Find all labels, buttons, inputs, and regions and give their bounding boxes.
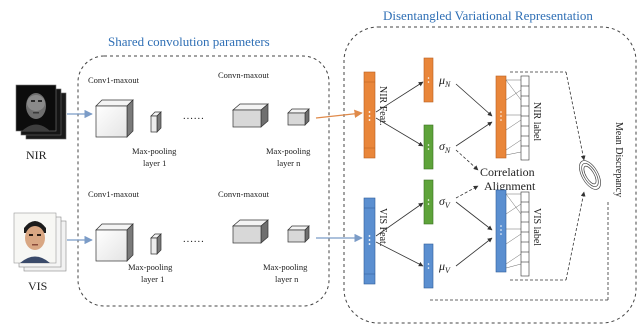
top-pooln-label-2: layer n bbox=[277, 158, 301, 168]
vis-z-bar bbox=[495, 189, 507, 273]
sigma-n-bar bbox=[423, 124, 434, 170]
mean-discrepancy-label: Mean Discrepancy bbox=[613, 122, 624, 197]
bottom-pool1-cube bbox=[150, 233, 162, 255]
vis-label-text: VIS label bbox=[531, 208, 542, 246]
bottom-pooln-label-2: layer n bbox=[275, 274, 299, 284]
vis-feat-label: VIS Feat. bbox=[377, 208, 388, 246]
top-convn-label: Convn-maxout bbox=[218, 70, 270, 80]
mean-discrepancy-icon bbox=[579, 160, 601, 190]
arrow-feat-sigma-n bbox=[375, 117, 424, 147]
bottom-convn-cube bbox=[232, 219, 269, 244]
nir-label-text: NIR label bbox=[531, 102, 542, 141]
bottom-convn-label: Convn-maxout bbox=[218, 189, 270, 199]
arrow-sigma-n-z bbox=[455, 121, 493, 147]
bottom-conv1-label: Conv1-maxout bbox=[88, 189, 140, 199]
nir-feat-label: NIR Feat. bbox=[377, 86, 388, 125]
bottom-pooln-cube bbox=[287, 225, 310, 243]
arrow-feat-sigma-v bbox=[375, 202, 424, 237]
bottom-dots: ...... bbox=[183, 234, 205, 245]
arrow-sigma-n-corr bbox=[455, 149, 479, 171]
mu-n-label: μN bbox=[438, 73, 451, 89]
nir-z-bar bbox=[495, 75, 507, 159]
arrow-feat-mu-n bbox=[375, 81, 424, 113]
vis-feat-bar bbox=[363, 197, 376, 285]
arrow-mu-n-z bbox=[455, 83, 493, 117]
nir-fc-lines bbox=[505, 79, 522, 156]
shared-conv-box bbox=[77, 55, 330, 307]
disentangled-box bbox=[343, 26, 637, 324]
top-pooln-label-1: Max-pooling bbox=[266, 146, 311, 156]
bottom-conv1-cube bbox=[95, 223, 134, 262]
vis-input-label: VIS bbox=[28, 279, 47, 293]
top-pool1-cube bbox=[150, 111, 162, 133]
sigma-v-bar bbox=[423, 179, 434, 225]
nir-input-label: NIR bbox=[26, 148, 47, 162]
nir-label-column bbox=[520, 75, 530, 161]
mu-v-label: μV bbox=[438, 259, 451, 275]
top-pool1-label-1: Max-pooling bbox=[132, 146, 177, 156]
top-pooln-cube bbox=[287, 108, 310, 126]
nir-feat-bar bbox=[363, 71, 376, 159]
bottom-pool1-label-2: layer 1 bbox=[141, 274, 164, 284]
top-convn-cube bbox=[232, 103, 269, 128]
top-dots: ...... bbox=[183, 111, 205, 122]
nir-image-stack bbox=[15, 84, 67, 140]
sigma-n-label: σN bbox=[439, 139, 451, 155]
arrow-feat-mu-v bbox=[375, 241, 424, 267]
bottom-pooln-label-1: Max-pooling bbox=[263, 262, 308, 272]
arrow-sigma-v-z bbox=[455, 201, 493, 231]
vis-image-stack bbox=[13, 212, 67, 272]
corr-align-label-2: Alignment bbox=[484, 179, 536, 193]
md-top-arrow bbox=[565, 71, 586, 161]
corr-align-label-1: Correlation bbox=[480, 165, 535, 179]
mu-n-bar bbox=[423, 57, 434, 103]
top-conv1-cube bbox=[95, 99, 134, 138]
top-conv1-label: Conv1-maxout bbox=[88, 75, 140, 85]
mu-v-bar bbox=[423, 243, 434, 289]
md-bottom-arrow bbox=[565, 191, 586, 281]
bottom-pool1-label-1: Max-pooling bbox=[128, 262, 173, 272]
sigma-v-label: σV bbox=[439, 194, 451, 210]
top-pool1-label-2: layer 1 bbox=[143, 158, 166, 168]
vis-label-column bbox=[520, 191, 530, 277]
shared-conv-title: Shared convolution parameters bbox=[108, 34, 270, 49]
disentangled-title: Disentangled Variational Representation bbox=[383, 8, 593, 23]
arrow-mu-v-z bbox=[455, 237, 493, 267]
vis-fc-lines bbox=[505, 193, 522, 269]
arrow-sigma-v-corr bbox=[455, 185, 479, 199]
nir-to-feat-arrow bbox=[315, 109, 363, 119]
